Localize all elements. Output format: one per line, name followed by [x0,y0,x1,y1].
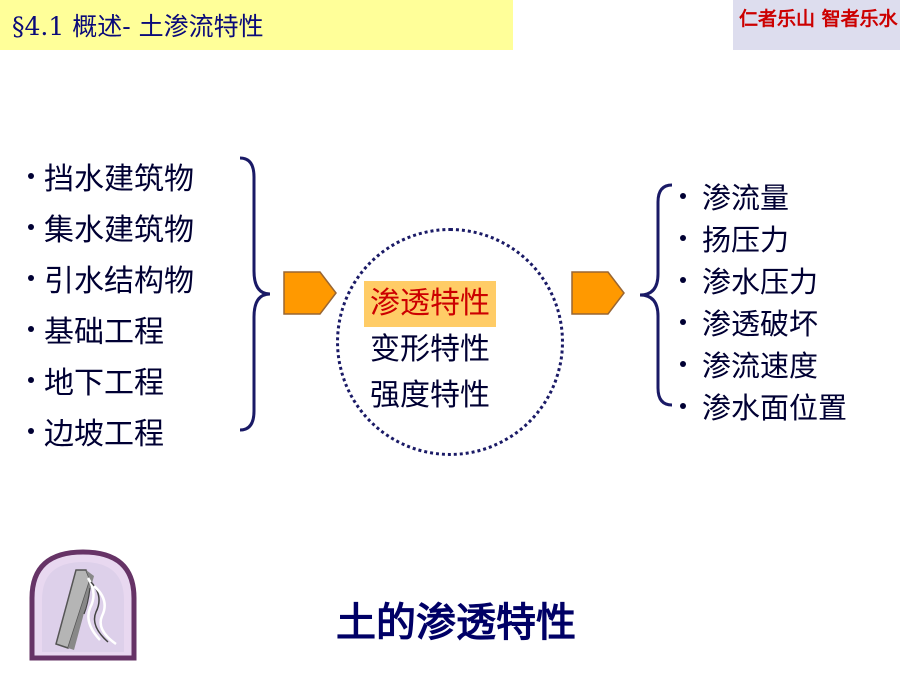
arrow-right-icon [283,271,337,315]
list-item: 基础工程 [28,303,194,354]
bullet-icon [28,274,34,281]
bullet-icon [680,319,686,325]
structure-label: 基础工程 [44,314,164,350]
properties-circle [336,228,564,456]
motto-bar: 仁者乐山 智者乐水 [733,0,900,50]
list-item: 渗水面位置 [680,385,847,427]
list-item: 渗透破坏 [680,301,847,343]
structures-list: 挡水建筑物 集水建筑物 引水结构物 基础工程 地下工程 边坡工程 [28,150,194,456]
structure-label: 挡水建筑物 [44,161,194,197]
list-item: 地下工程 [28,354,194,405]
bullet-icon [680,235,686,241]
issue-label: 渗透破坏 [702,307,819,341]
bullet-icon [28,427,34,434]
bullet-icon [28,376,34,383]
list-item: 渗流量 [680,175,847,217]
property-strength: 强度特性 [370,378,490,413]
bullet-icon [28,172,34,179]
left-brace-icon [639,183,673,407]
issue-label: 渗水面位置 [702,391,848,425]
list-item: 集水建筑物 [28,201,194,252]
conclusion-text: 土的渗透特性 [336,600,576,646]
bullet-icon [680,403,686,409]
bullet-icon [28,223,34,230]
list-item: 渗流速度 [680,343,847,385]
seepage-illustration-icon [29,549,137,661]
issue-label: 渗流量 [702,181,790,215]
slide-title: §4.1 概述- 土渗流特性 [12,12,264,41]
structure-label: 地下工程 [44,365,164,401]
arrow-right-icon [571,271,625,315]
issue-label: 扬压力 [702,223,790,257]
seepage-issues-list: 渗流量 扬压力 渗水压力 渗透破坏 渗流速度 渗水面位置 [680,175,847,427]
bullet-icon [680,277,686,283]
bullet-icon [28,325,34,332]
structure-label: 边坡工程 [44,416,164,452]
motto-text: 仁者乐山 智者乐水 [739,8,898,30]
list-item: 边坡工程 [28,405,194,456]
issue-label: 渗流速度 [702,349,819,383]
list-item: 引水结构物 [28,252,194,303]
list-item: 渗水压力 [680,259,847,301]
property-seepage: 渗透特性 [364,281,496,327]
list-item: 挡水建筑物 [28,150,194,201]
list-item: 扬压力 [680,217,847,259]
right-brace-icon [239,156,271,432]
bullet-icon [680,193,686,199]
title-bar: §4.1 概述- 土渗流特性 [0,0,513,50]
structure-label: 集水建筑物 [44,212,194,248]
properties-list: 渗透特性 变形特性 强度特性 [364,281,496,419]
structure-label: 引水结构物 [44,263,194,299]
property-deformation: 变形特性 [370,332,490,367]
issue-label: 渗水压力 [702,265,819,299]
bullet-icon [680,361,686,367]
